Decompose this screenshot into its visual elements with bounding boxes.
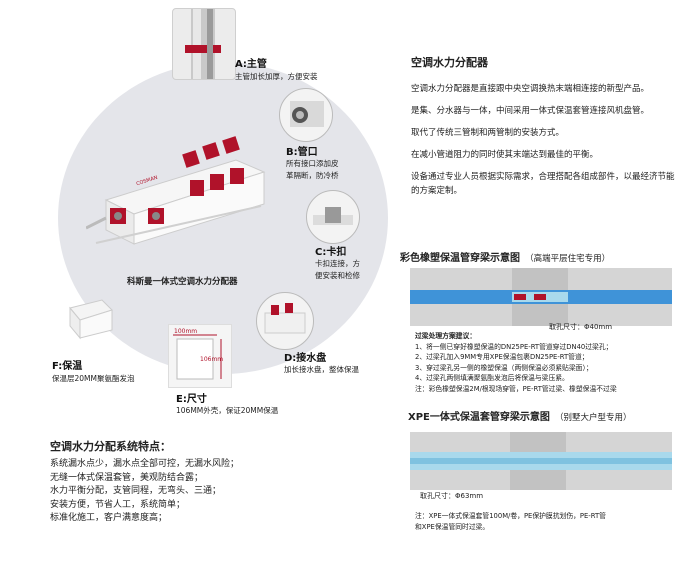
feature-line: 系统漏水点少，漏水点全部可控，无漏水风险； [50, 459, 240, 469]
insulation-sample-image [64, 296, 118, 342]
diagram2-note: （别墅大户型专用） [554, 413, 632, 423]
diagram1-hole-size: 取孔尺寸：Φ40mm [549, 323, 613, 331]
diagram1-title-row: 彩色橡塑保温管穿梁示意图 （高端平层住宅专用） [400, 246, 610, 266]
label-c-sub-2: 便安装和检修 [315, 271, 360, 280]
diagram2-hole-size: 取孔尺寸：Φ63mm [420, 492, 484, 500]
diagram1-note: （高端平层住宅专用） [525, 254, 611, 264]
label-b-title: B:管口 [286, 147, 318, 158]
label-b-sub-1: 所有接口添加皮 [286, 159, 339, 168]
diagram2-title: XPE一体式保温套管穿梁示意图 [408, 412, 550, 423]
dimension-closeup-image [168, 324, 232, 388]
label-e-sub: 106MM外壳，保证20MM保温 [176, 406, 279, 415]
label-a-sub: 主管加长加厚，方便安装 [235, 72, 318, 81]
label-f-sub: 保温层20MM聚氨酯发泡 [52, 374, 135, 383]
paragraph: 空调水力分配器是直接跟中央空调换热末端相连接的新型产品。 [411, 84, 650, 94]
beam-diagram-2 [410, 432, 672, 490]
label-e-title: E:尺寸 [176, 394, 207, 405]
right-title: 空调水力分配器 [411, 56, 488, 69]
main-pipe-closeup-image [172, 8, 236, 80]
label-a-title: A:主管 [235, 59, 267, 70]
features-title: 空调水力分配系统特点： [50, 440, 171, 453]
diagram2-note-line: 和XPE保温管同时过梁。 [415, 522, 490, 531]
product-caption: 科斯曼一体式空调水力分配器 [127, 277, 238, 287]
diagram1-item: 注：彩色橡塑保温2M/根现场穿管，PE-RT管过梁、橡塑保温不过梁 [415, 384, 617, 393]
label-b-sub-2: 革隔断，防冷桥 [286, 171, 339, 180]
diagram1-list: 过梁处理方案建议： 1、将一侧已穿好橡塑保温的DN25PE-RT管道穿过DN40… [415, 331, 685, 394]
paragraph: 设备通过专业人员根据实际需求，合理搭配各组成部件，以最经济节能的方案定制。 [411, 172, 675, 196]
label-c-title: C:卡扣 [315, 247, 347, 258]
diagram2-note-line: 注：XPE一体式保温套管100M/卷，PE保护膜抗划伤，PE-RT管 [415, 512, 606, 520]
paragraph: 取代了传统三管制和两管制的安装方式。 [411, 128, 565, 138]
diagram1-item: 2、过梁孔加入9MM专用XPE保温包裹DN25PE-RT管道； [415, 353, 589, 361]
diagram1-item: 1、将一侧已穿好橡塑保温的DN25PE-RT管道穿过DN40过梁孔； [415, 342, 613, 351]
diagram2-notes: 注：XPE一体式保温套管100M/卷，PE保护膜抗划伤，PE-RT管 和XPE保… [415, 511, 685, 532]
feature-line: 标准化施工，客户满意度高； [50, 513, 168, 523]
manifold-product-image: COSMAN [85, 108, 276, 248]
dim-100: 100mm [174, 328, 198, 335]
right-paragraphs: 空调水力分配器是直接跟中央空调换热末端相连接的新型产品。 是集、分水器与一体，中… [411, 82, 676, 198]
label-f-title: F:保温 [52, 361, 83, 372]
features-list: 系统漏水点少，漏水点全部可控，无漏水风险； 无缝一体式保温套管，美观防结合露； … [50, 458, 239, 526]
diagram1-list-title: 过梁处理方案建议： [415, 332, 477, 340]
diagram1-item: 4、过梁孔两侧填满聚氨酯发泡后将保温与梁压紧。 [415, 374, 569, 382]
label-d-sub: 加长接水盘，整体保温 [284, 365, 359, 374]
feature-line: 水力平衡分配，支管同程，无弯头、三通； [50, 486, 222, 496]
dim-106: 106mm [200, 356, 224, 363]
diagram1-item: 3、穿过梁孔另一侧的橡塑保温（两侧保温必须紧贴梁面）； [415, 363, 593, 372]
feature-line: 无缝一体式保温套管，美观防结合露； [50, 472, 204, 483]
paragraph: 是集、分水器与一体，中间采用一体式保温套管连接风机盘管。 [411, 106, 650, 116]
label-c-sub-1: 卡扣连接，方 [315, 259, 360, 268]
clip-closeup-image [306, 190, 360, 244]
label-d-title: D:接水盘 [284, 353, 327, 364]
drain-pan-closeup-image [256, 292, 314, 350]
pipe-mouth-closeup-image [279, 88, 333, 142]
feature-line: 安装方便，节省人工，系统简单； [50, 499, 186, 510]
paragraph: 在减小管道阻力的同时使其末端达到最佳的平衡。 [411, 150, 599, 160]
beam-diagram-1 [410, 268, 672, 326]
diagram1-title: 彩色橡塑保温管穿梁示意图 [400, 253, 520, 264]
diagram2-title-row: XPE一体式保温套管穿梁示意图 （别墅大户型专用） [408, 405, 631, 425]
